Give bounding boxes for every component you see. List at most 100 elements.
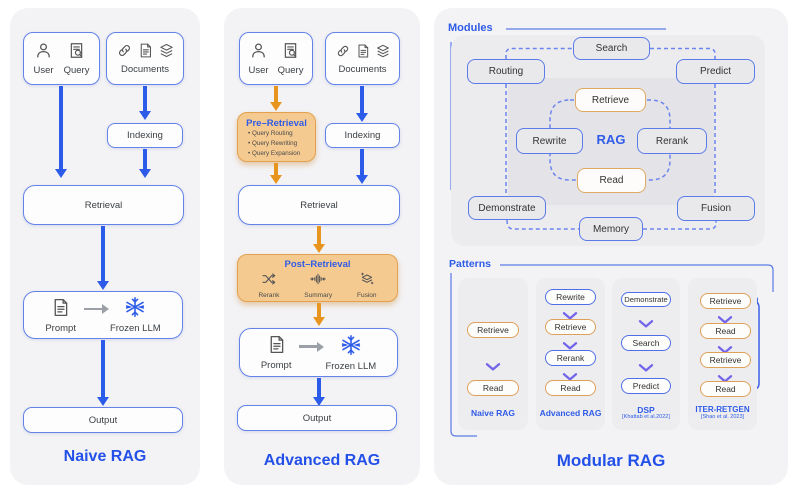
pattern-step: Read bbox=[700, 323, 751, 339]
down-chevron-icon bbox=[638, 315, 654, 333]
pattern-step: Retrieve bbox=[700, 352, 751, 368]
pattern-dsp: Demonstrate Search Predict DSP [Khattab … bbox=[612, 278, 680, 430]
pattern-name: Naive RAG bbox=[471, 408, 515, 418]
indexing-box: Indexing bbox=[325, 123, 400, 148]
user-icon bbox=[249, 41, 268, 63]
documents-label: Documents bbox=[338, 63, 387, 75]
pattern-step-label: Retrieve bbox=[709, 355, 742, 365]
post-retrieval-box: Post–Retrieval Rerank Summary Fusion bbox=[237, 254, 398, 302]
fusion-icon bbox=[359, 271, 375, 292]
layers-icon bbox=[158, 42, 175, 62]
modular-rag-panel: Modules Search Routing Predict Retrieve … bbox=[434, 8, 788, 485]
retrieval-box: Retrieval bbox=[23, 185, 184, 225]
flow-arrow bbox=[59, 86, 64, 170]
bullet-item: Query Routing bbox=[248, 129, 315, 139]
module-retrieve: Retrieve bbox=[575, 88, 646, 112]
query-label: Query bbox=[63, 65, 90, 76]
document-icon bbox=[137, 42, 154, 62]
module-memory-label: Memory bbox=[592, 223, 630, 235]
module-read: Read bbox=[577, 168, 646, 193]
pattern-naive-rag: Retrieve Read Naive RAG bbox=[458, 278, 528, 430]
module-routing: Routing bbox=[467, 59, 545, 84]
module-fusion-label: Fusion bbox=[700, 203, 731, 214]
post-retrieval-title: Post–Retrieval bbox=[284, 259, 351, 270]
down-chevron-icon bbox=[485, 358, 501, 376]
pre-retrieval-title: Pre–Retrieval bbox=[246, 118, 307, 129]
prompt-label: Prompt bbox=[45, 322, 76, 334]
module-rewrite: Rewrite bbox=[516, 128, 583, 154]
naive-rag-panel: User Query Documents Indexing bbox=[10, 8, 200, 485]
pattern-step: Predict bbox=[621, 378, 671, 394]
flow-arrow bbox=[101, 340, 106, 398]
flow-arrow bbox=[274, 86, 279, 103]
pattern-name: Advanced RAG bbox=[539, 408, 602, 418]
pattern-step-label: Retrieve bbox=[709, 296, 742, 306]
output-box: Output bbox=[23, 407, 183, 433]
modular-rag-title: Modular RAG bbox=[556, 451, 666, 470]
module-rewrite-label: Rewrite bbox=[532, 135, 567, 147]
pattern-step-label: Predict bbox=[632, 381, 660, 391]
user-label: User bbox=[33, 65, 54, 76]
pattern-step: Retrieve bbox=[700, 293, 751, 309]
summary-label: Summary bbox=[304, 292, 333, 299]
module-search: Search bbox=[573, 37, 650, 60]
output-box: Output bbox=[237, 405, 397, 431]
frozen-llm-label: Frozen LLM bbox=[325, 360, 377, 372]
frozen-llm-label: Frozen LLM bbox=[109, 323, 161, 334]
indexing-label: Indexing bbox=[127, 130, 163, 141]
modules-section-label: Modules bbox=[448, 22, 493, 34]
query-icon bbox=[67, 41, 86, 63]
rerank-label: Rerank bbox=[258, 292, 280, 299]
module-read-label: Read bbox=[599, 175, 624, 186]
retrieval-box: Retrieval bbox=[238, 185, 400, 225]
module-predict: Predict bbox=[676, 59, 755, 84]
pattern-step-label: Search bbox=[632, 338, 660, 348]
pattern-step: Retrieve bbox=[545, 319, 596, 335]
naive-rag-title: Naive RAG bbox=[63, 448, 147, 465]
pattern-advanced-rag: Rewrite Retrieve Rerank Read Advanced RA… bbox=[536, 278, 605, 430]
link-icon bbox=[335, 43, 351, 62]
advanced-rag-title: Advanced RAG bbox=[263, 452, 381, 469]
module-demonstrate-label: Demonstrate bbox=[478, 202, 536, 214]
output-label: Output bbox=[302, 412, 332, 424]
snowflake-icon bbox=[340, 334, 362, 359]
module-fusion: Fusion bbox=[677, 196, 755, 221]
pattern-name: ITER-RETGEN bbox=[695, 405, 750, 414]
documents-box: Documents bbox=[325, 32, 400, 85]
module-routing-label: Routing bbox=[488, 66, 524, 77]
module-retrieve-label: Retrieve bbox=[591, 94, 630, 106]
prompt-frozen-llm-box: Prompt Frozen LLM bbox=[23, 291, 183, 339]
module-rerank: Rerank bbox=[637, 128, 707, 154]
flow-arrow bbox=[143, 149, 148, 170]
module-search-label: Search bbox=[595, 43, 628, 54]
pattern-step: Retrieve bbox=[467, 322, 519, 338]
snowflake-icon bbox=[124, 296, 146, 321]
bullet-item: Query Expansion bbox=[248, 149, 315, 159]
pattern-step-label: Read bbox=[560, 383, 581, 393]
pattern-step: Demonstrate bbox=[621, 292, 671, 307]
pattern-step: Search bbox=[621, 335, 671, 351]
pattern-step-label: Retrieve bbox=[477, 325, 509, 335]
indexing-label: Indexing bbox=[344, 130, 381, 141]
user-query-box: User Query bbox=[239, 32, 313, 85]
document-icon bbox=[355, 43, 371, 62]
pattern-step-label: Read bbox=[715, 326, 736, 336]
rag-center-label: RAG bbox=[596, 132, 626, 147]
pattern-step: Read bbox=[700, 381, 751, 397]
summary-icon bbox=[310, 271, 327, 292]
layers-icon bbox=[375, 43, 391, 62]
indexing-box: Indexing bbox=[107, 123, 183, 148]
prompt-frozen-llm-box: Prompt Frozen LLM bbox=[239, 328, 398, 377]
bullet-item: Query Rewriting bbox=[248, 139, 315, 149]
flow-arrow bbox=[360, 86, 365, 114]
link-icon bbox=[116, 42, 133, 62]
advanced-rag-panel: User Query Documents Pre–Retrieval Q bbox=[224, 8, 420, 485]
pattern-iter-retgen: Retrieve Read Retrieve Read ITER-RETGEN … bbox=[688, 278, 757, 430]
user-label: User bbox=[248, 65, 269, 76]
retrieval-label: Retrieval bbox=[84, 199, 123, 211]
pre-retrieval-bullets: Query Routing Query Rewriting Query Expa… bbox=[238, 129, 315, 158]
pattern-step: Read bbox=[467, 380, 519, 396]
patterns-section-label: Patterns bbox=[449, 258, 492, 270]
rerank-icon bbox=[261, 271, 277, 292]
